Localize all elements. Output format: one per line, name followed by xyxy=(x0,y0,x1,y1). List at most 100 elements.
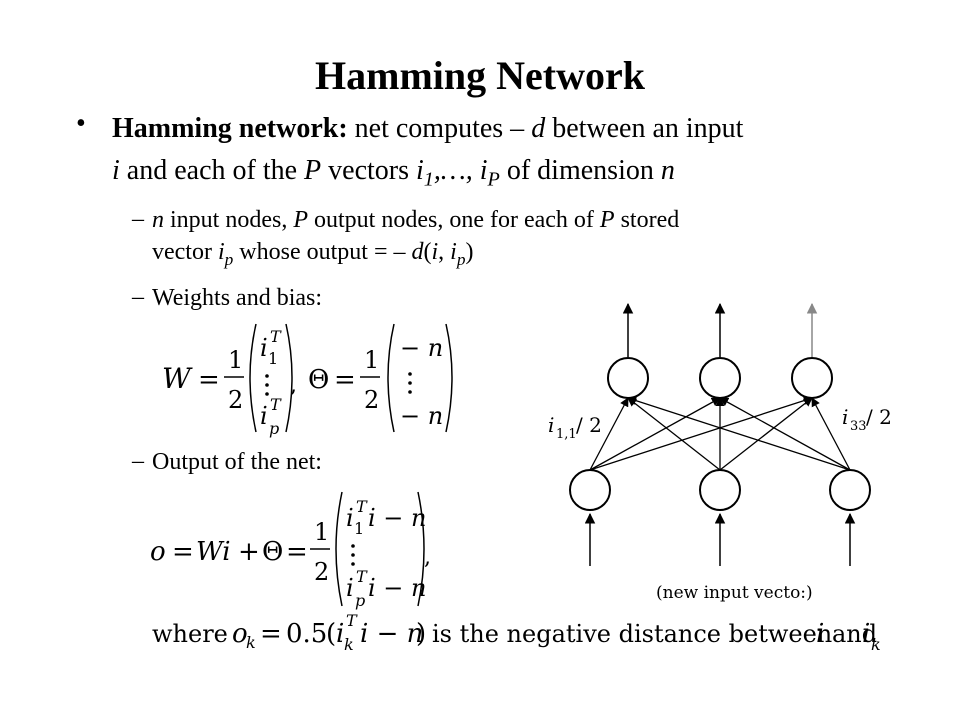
connection xyxy=(589,397,629,471)
where-word: where xyxy=(152,620,228,648)
sub-bullet-nodes: n input nodes, P output nodes, one for e… xyxy=(152,204,912,276)
subscript-1: 1 xyxy=(423,168,434,191)
row-i1-transpose: T xyxy=(270,327,282,346)
row-i-minus-n: i − n xyxy=(368,504,427,532)
var-d: d xyxy=(531,113,546,144)
text-run: output nodes, one for each of xyxy=(308,207,600,233)
close-paren: ) xyxy=(416,619,426,649)
transpose: T xyxy=(346,611,358,630)
plus-sign: + xyxy=(238,537,260,567)
weight-label-left: i xyxy=(548,413,554,437)
vdot xyxy=(265,383,269,387)
weight-label-right-sub: 33 xyxy=(850,419,867,434)
row-ip-transpose: T xyxy=(270,395,282,414)
weight-label-left-sub: 1,1 xyxy=(556,427,577,442)
row-i-minus-n: i − n xyxy=(368,574,427,602)
slide-title: Hamming Network xyxy=(315,53,645,98)
fraction-denominator: 2 xyxy=(314,558,329,586)
text-run: whose output = – xyxy=(233,239,412,265)
fraction-numerator: 1 xyxy=(228,346,243,374)
connection xyxy=(719,397,851,471)
var-ip: i xyxy=(450,239,457,265)
var-ip: i xyxy=(217,239,225,265)
vdot xyxy=(351,544,355,548)
subscript-P: P xyxy=(487,168,500,191)
symbol-i: i xyxy=(816,619,824,649)
row-minus-n: − n xyxy=(400,402,443,430)
row-ip-sub: p xyxy=(269,419,279,438)
comma: , xyxy=(290,373,297,398)
coef-half: 0.5 xyxy=(286,619,327,649)
input-node xyxy=(829,469,871,511)
symbol-Wi: Wi xyxy=(196,537,231,567)
tail-text: is the negative distance between xyxy=(432,620,832,648)
weight-label-right-div: / 2 xyxy=(866,405,892,429)
row-ip: i xyxy=(260,402,268,430)
row-i1-sub: 1 xyxy=(268,349,278,368)
fraction-denominator: 2 xyxy=(364,386,379,414)
symbol-theta: Θ xyxy=(308,365,329,395)
row-i1: i xyxy=(260,334,268,362)
equals-sign: = xyxy=(286,537,308,567)
comma: , xyxy=(424,545,431,570)
var-d: d xyxy=(411,239,424,265)
output-formula: o = Wi + Θ = 1 2 i T 1 i − n i T p i − n… xyxy=(150,491,431,610)
and-word: and xyxy=(832,620,877,648)
bullet-marker: • xyxy=(76,108,86,139)
text-run: net computes – xyxy=(347,113,532,144)
subscript-k: k xyxy=(246,633,256,652)
var-i1: i xyxy=(416,155,424,186)
open-paren: ( xyxy=(326,619,336,649)
where-line: where o k = 0.5 ( i T k i − n ) is the n… xyxy=(152,611,880,654)
row-i1-sub: 1 xyxy=(354,519,364,538)
i-minus-n: i − n xyxy=(360,619,423,649)
sub-bullet-dash: – xyxy=(132,284,144,310)
subscript-p: p xyxy=(224,249,234,269)
left-paren xyxy=(335,491,343,607)
connection xyxy=(811,397,851,471)
subscript-k: k xyxy=(344,635,354,654)
symbol-o: o xyxy=(232,619,248,649)
right-paren xyxy=(445,323,453,433)
diagram-caption: (new input vecto:) xyxy=(656,583,813,603)
var-P: P xyxy=(304,155,322,186)
text-run: and each of the xyxy=(119,155,305,186)
vdot xyxy=(408,381,412,385)
text-run: input nodes, xyxy=(164,207,294,233)
ellipsis: ,…, xyxy=(433,155,480,186)
vdot xyxy=(408,372,412,376)
subscript-k: k xyxy=(871,635,880,654)
equals-sign: = xyxy=(172,537,194,567)
right-paren xyxy=(417,491,425,607)
fraction-denominator: 2 xyxy=(228,386,243,414)
text-run: vector xyxy=(152,239,218,265)
row-ip: i xyxy=(346,574,354,602)
weight-label-right: i xyxy=(842,405,848,429)
vdot xyxy=(265,374,269,378)
subscript-p: p xyxy=(456,249,466,269)
output-node xyxy=(607,357,649,399)
text-run: vectors xyxy=(321,155,416,186)
row-ip-transpose: T xyxy=(356,567,368,586)
left-paren xyxy=(249,323,257,433)
left-paren xyxy=(387,323,395,433)
sub-bullet-weights: Weights and bias: xyxy=(152,285,323,311)
output-node xyxy=(791,357,833,399)
row-i1: i xyxy=(346,504,354,532)
network-diagram: i 1,1 / 2 i 33 / 2 (new input vecto:) xyxy=(548,302,892,603)
text-run: stored xyxy=(614,207,680,233)
text-run: ( xyxy=(423,239,432,265)
var-n: n xyxy=(660,155,675,186)
equals-sign: = xyxy=(260,619,282,649)
output-node xyxy=(699,357,741,399)
symbol-theta: Θ xyxy=(262,537,283,567)
connection xyxy=(719,397,813,471)
var-P: P xyxy=(599,207,615,233)
var-P: P xyxy=(293,207,308,233)
sub-bullet-dash: – xyxy=(132,448,144,474)
right-paren xyxy=(285,323,293,433)
main-bullet-text: Hamming network: net computes – d betwee… xyxy=(112,108,912,201)
equals-sign: = xyxy=(198,365,220,395)
connection xyxy=(627,396,851,471)
